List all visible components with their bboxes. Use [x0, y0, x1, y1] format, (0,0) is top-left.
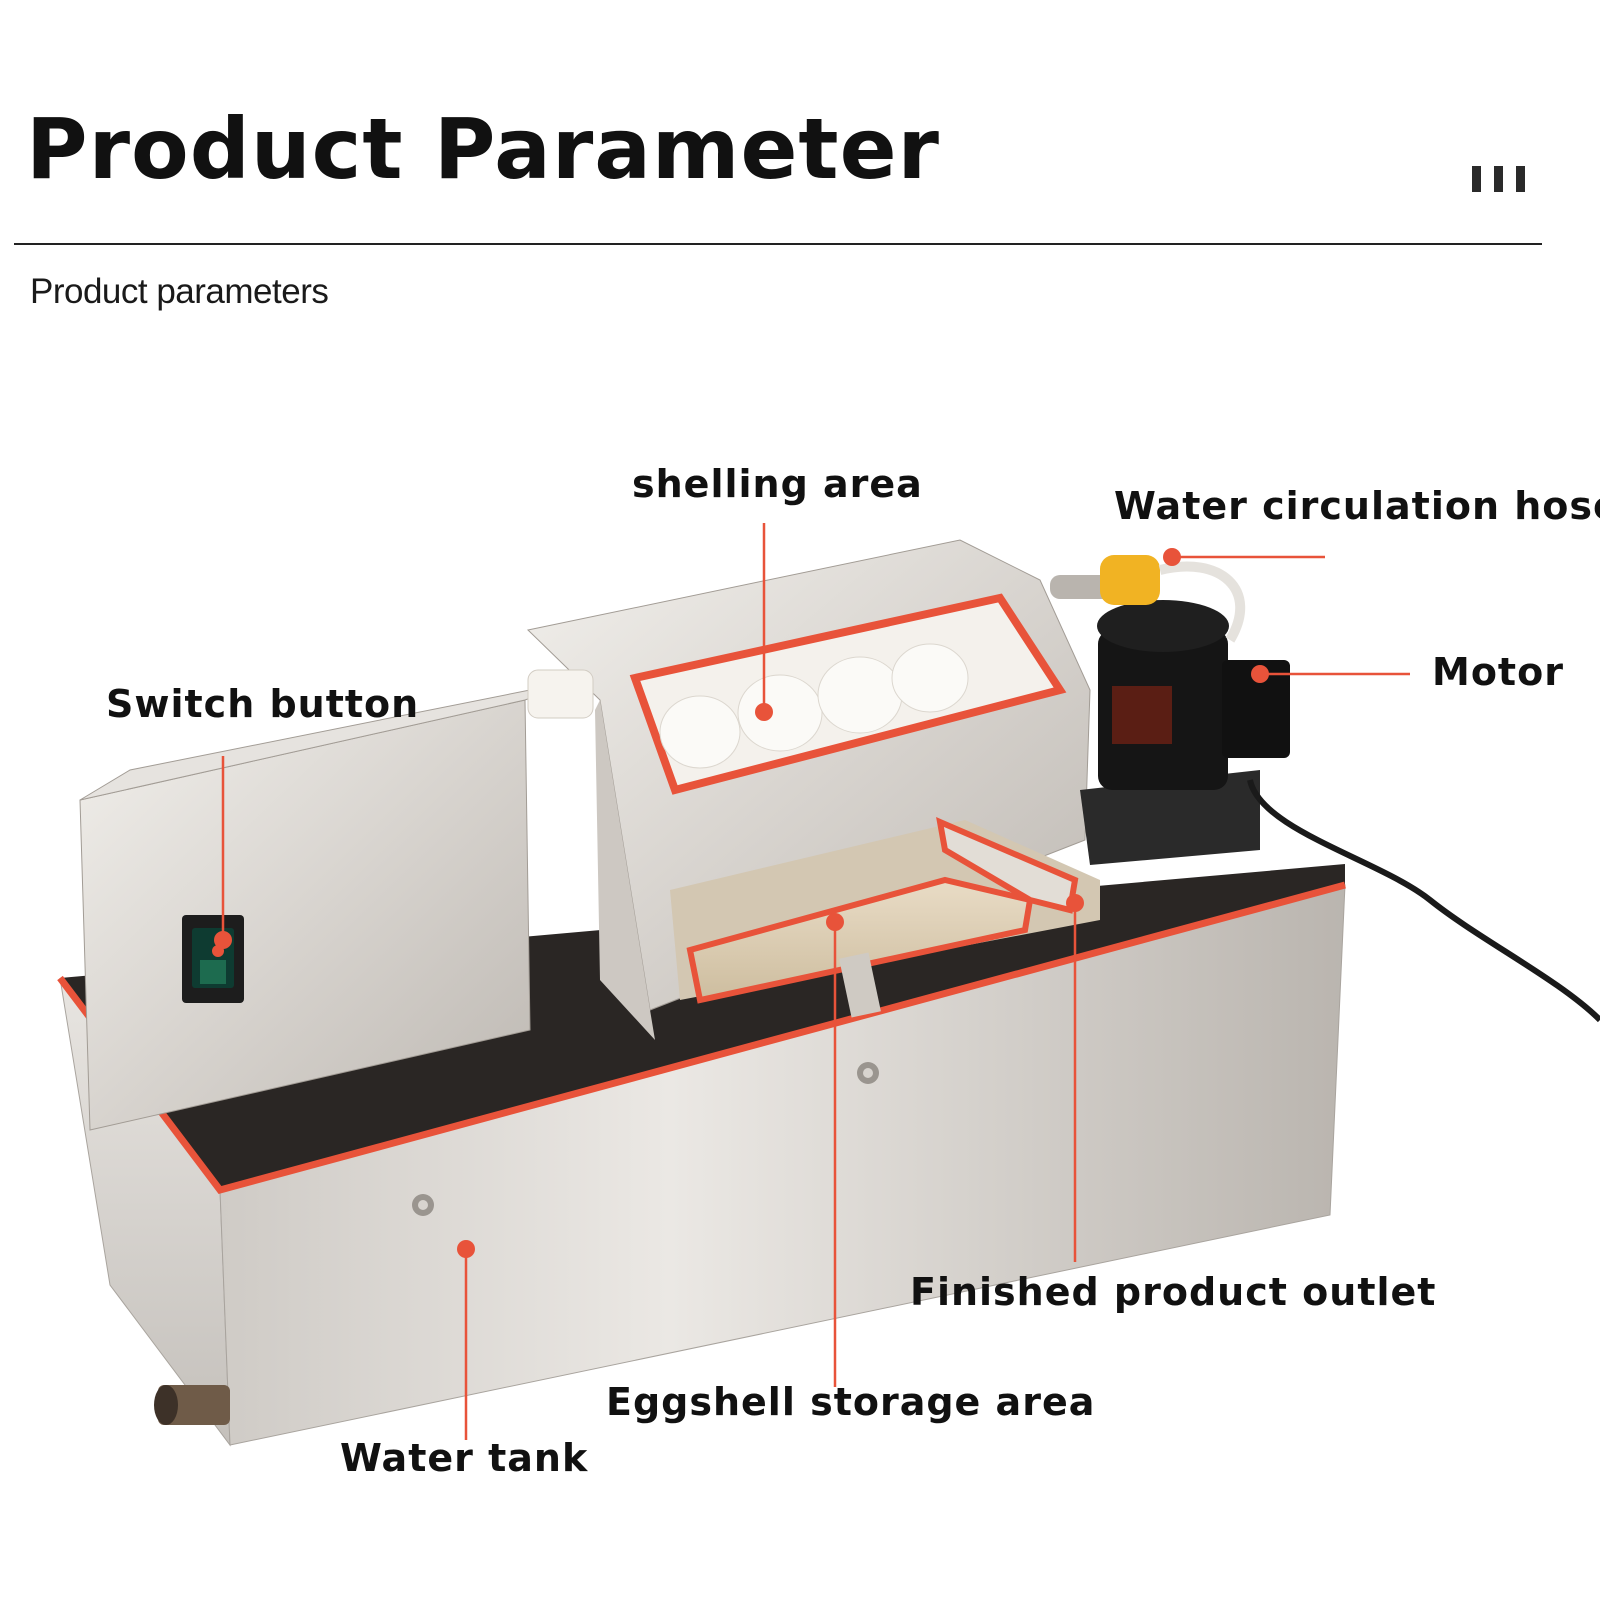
- shelling-housing: [526, 539, 1100, 1040]
- callout-label-water-circulation-hose: Water circulation hose: [1114, 484, 1600, 528]
- header-divider: [14, 243, 1542, 245]
- callout-label-eggshell-storage-area: Eggshell storage area: [606, 1380, 1096, 1424]
- page-subtitle: Product parameters: [30, 272, 329, 311]
- callout-dots: [214, 548, 1269, 1258]
- callout-label-motor: Motor: [1432, 650, 1564, 694]
- callout-label-finished-product-outlet: Finished product outlet: [910, 1270, 1437, 1314]
- callout-label-water-tank: Water tank: [340, 1436, 589, 1480]
- page-title: Product Parameter: [26, 100, 940, 198]
- callout-leaders: [221, 523, 1410, 1440]
- three-bars-icon: [1472, 166, 1526, 192]
- motor-unit: [1050, 555, 1600, 1023]
- callout-label-switch-button: Switch button: [106, 682, 420, 726]
- callout-label-shelling-area: shelling area: [632, 462, 923, 506]
